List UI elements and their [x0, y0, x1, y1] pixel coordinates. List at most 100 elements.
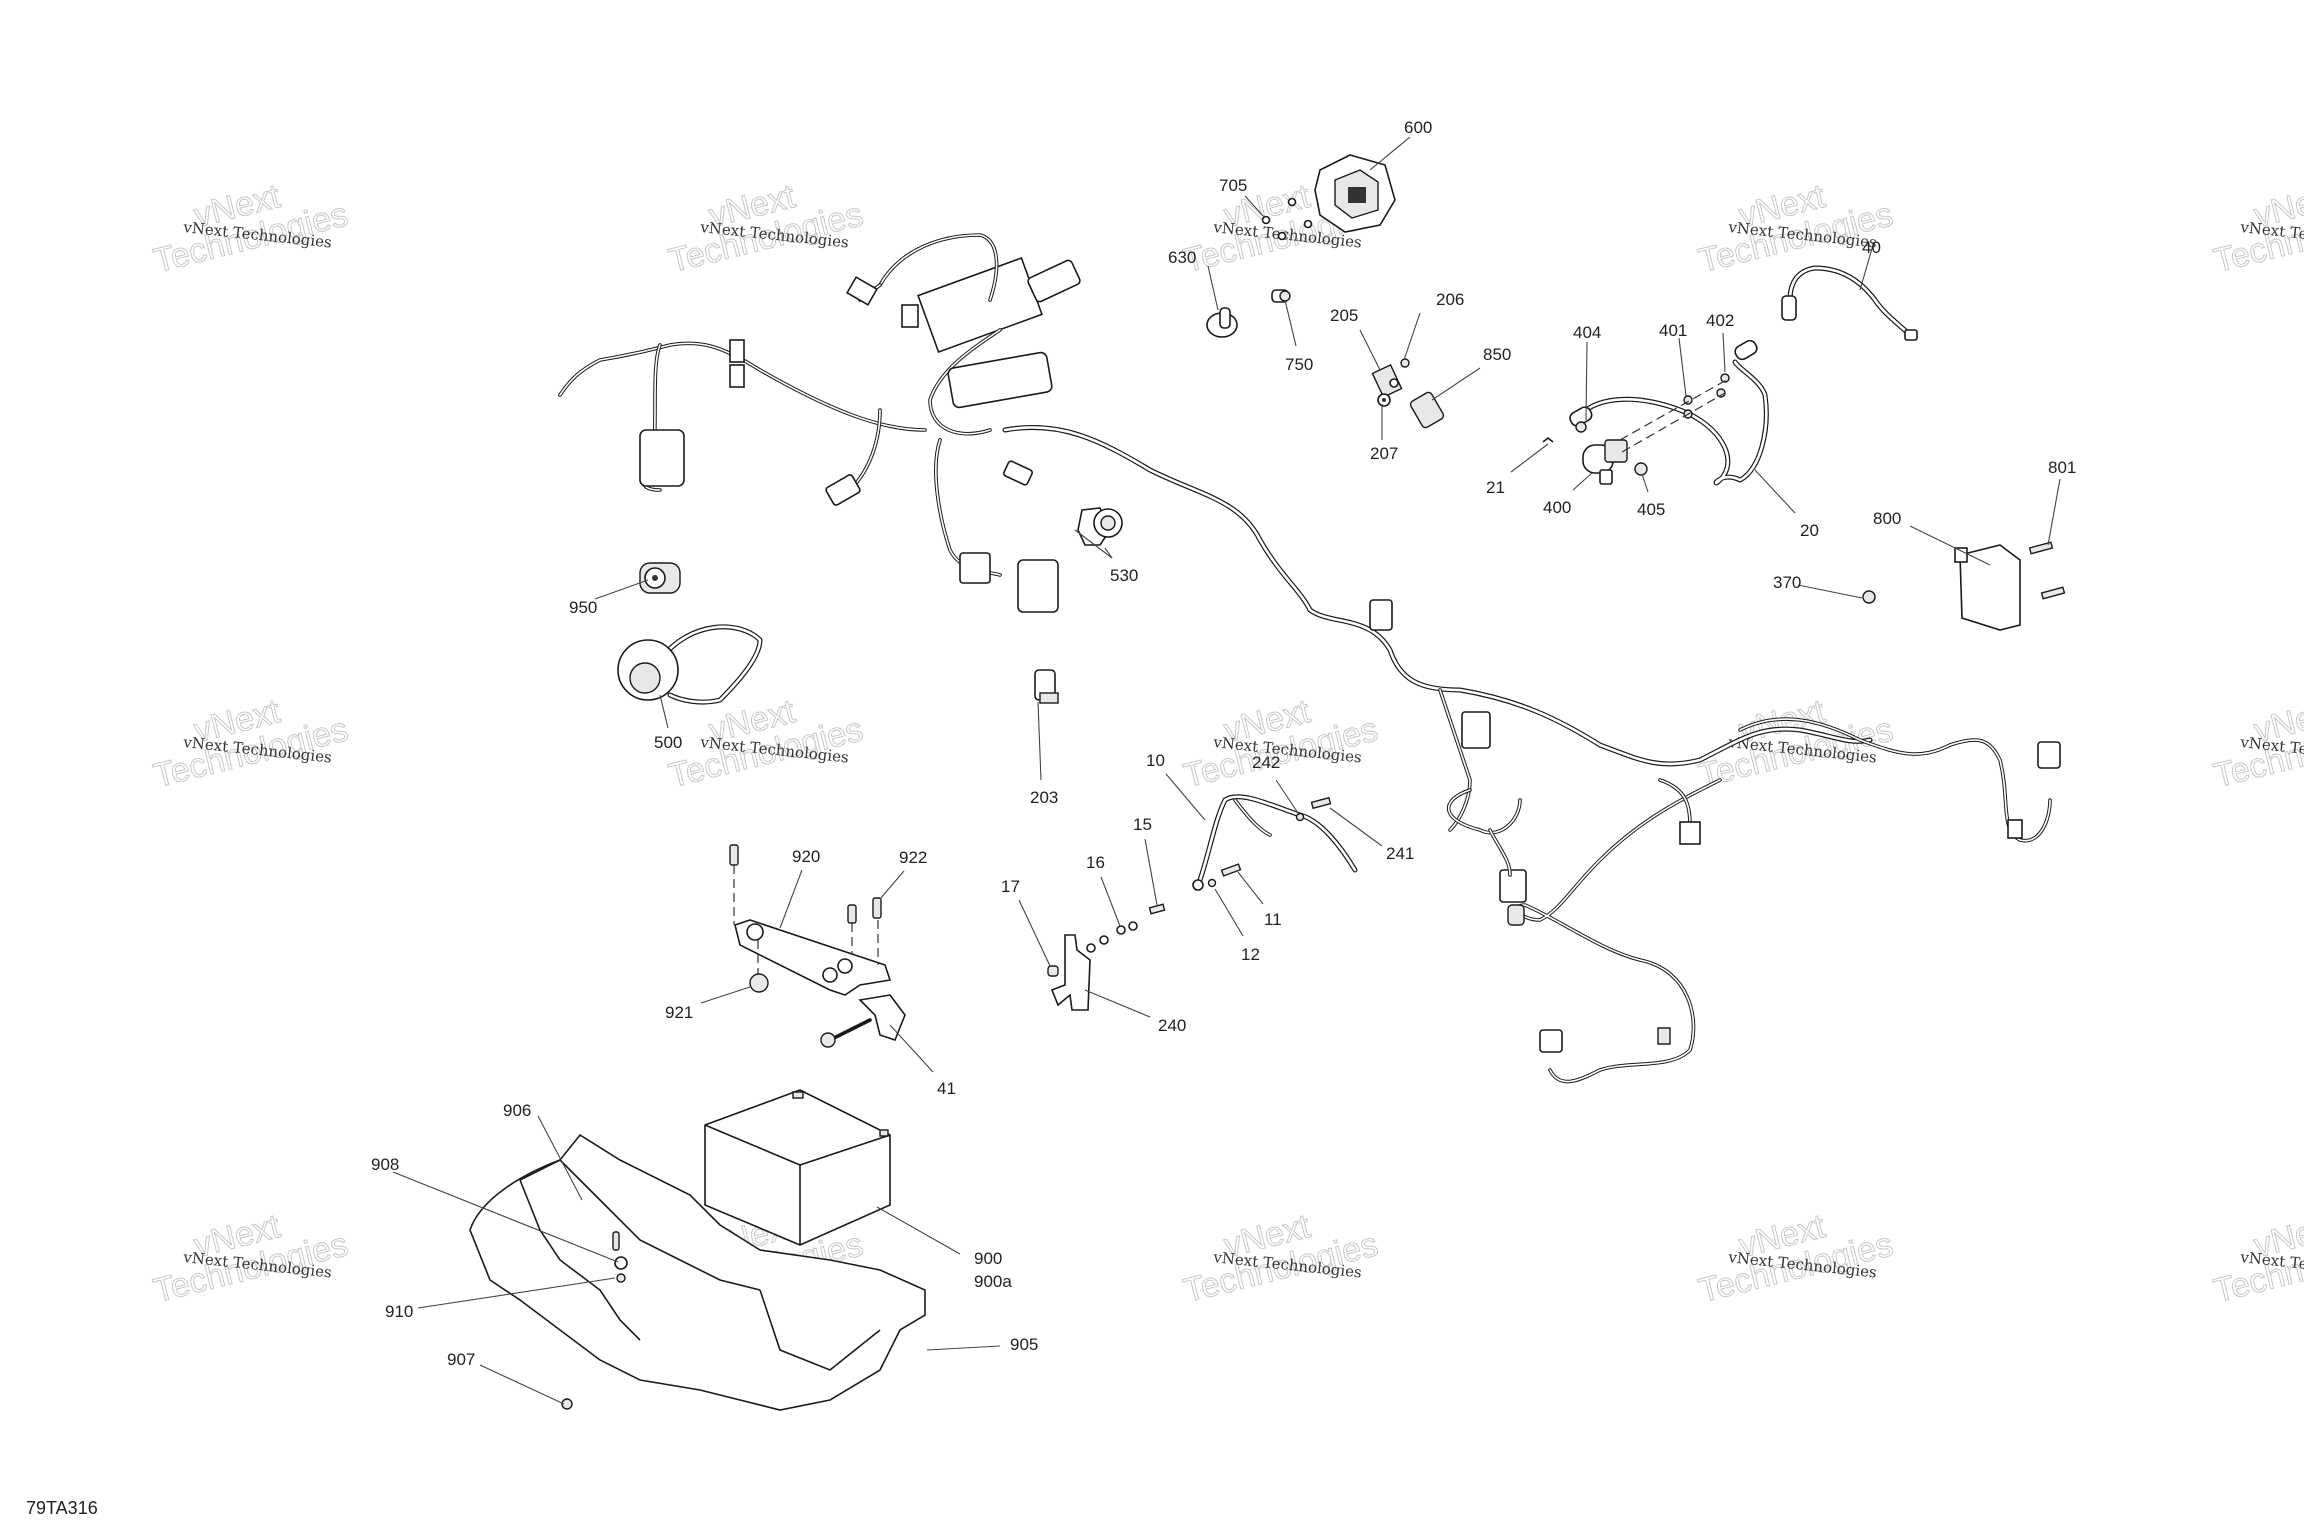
callout-705[interactable]: 705: [1219, 176, 1247, 195]
callout-20[interactable]: 20: [1800, 521, 1819, 540]
callout-404[interactable]: 404: [1573, 323, 1601, 342]
part-900-battery[interactable]: [704, 1089, 891, 1246]
callout-922[interactable]: 922: [899, 848, 927, 867]
callout-801[interactable]: 801: [2048, 458, 2076, 477]
part-800-module[interactable]: [1954, 544, 2021, 631]
part-906-bolt[interactable]: [612, 1231, 620, 1251]
callout-800[interactable]: 800: [1873, 509, 1901, 528]
connector: [1539, 1029, 1563, 1053]
callout-750[interactable]: 750: [1285, 355, 1313, 374]
callout-17[interactable]: 17: [1001, 877, 1020, 896]
callout-900[interactable]: 900: [974, 1249, 1002, 1268]
main-wiring-harness[interactable]: [558, 233, 2061, 1084]
callout-11[interactable]: 11: [1264, 910, 1282, 929]
part-705-screws[interactable]: [1261, 197, 1313, 241]
part-950-ignition[interactable]: [639, 562, 681, 594]
part-500-switch[interactable]: [617, 624, 763, 705]
callout-910[interactable]: 910: [385, 1302, 413, 1321]
part-207-washer[interactable]: [1377, 393, 1391, 407]
callout-405[interactable]: 405: [1637, 500, 1665, 519]
part-908-washer[interactable]: [614, 1256, 628, 1270]
callout-15[interactable]: 15: [1133, 815, 1152, 834]
callout-241[interactable]: 241: [1386, 844, 1414, 863]
callout-600[interactable]: 600: [1404, 118, 1432, 137]
callout-370[interactable]: 370: [1773, 573, 1801, 592]
part-921-nut[interactable]: [749, 973, 769, 993]
part-15-bolt[interactable]: [1148, 903, 1166, 915]
part-206-screw[interactable]: [1400, 358, 1410, 368]
part-750[interactable]: [1271, 289, 1291, 303]
connector: [1027, 259, 1081, 303]
part-920-bolts[interactable]: [729, 844, 857, 924]
callout-950[interactable]: 950: [569, 598, 597, 617]
part-630[interactable]: [1206, 307, 1238, 338]
callout-907[interactable]: 907: [447, 1350, 475, 1369]
callout-850[interactable]: 850: [1483, 345, 1511, 364]
callout-242[interactable]: 242: [1252, 753, 1280, 772]
watermark: vNext Technologies: [664, 177, 867, 281]
watermark: vNext Technologies: [1179, 692, 1382, 796]
callout-206[interactable]: 206: [1436, 290, 1464, 309]
callout-921[interactable]: 921: [665, 1003, 693, 1022]
callout-900a[interactable]: 900a: [974, 1272, 1012, 1291]
callout-402[interactable]: 402: [1706, 311, 1734, 330]
callout-21[interactable]: 21: [1486, 478, 1505, 497]
part-850-connector[interactable]: [1409, 391, 1445, 429]
callout-240[interactable]: 240: [1158, 1016, 1186, 1035]
callout-906[interactable]: 906: [503, 1101, 531, 1120]
part-920-bracket[interactable]: [734, 919, 892, 996]
part-402-nut[interactable]: [1716, 373, 1730, 398]
part-907-grommet[interactable]: [561, 1398, 573, 1410]
callout-10[interactable]: 10: [1146, 751, 1165, 770]
part-530-switch[interactable]: [1077, 507, 1123, 546]
part-41-terminal[interactable]: [820, 994, 906, 1048]
callout-908[interactable]: 908: [371, 1155, 399, 1174]
part-242-washer[interactable]: [1295, 812, 1305, 822]
part-21-clip[interactable]: [1542, 436, 1554, 443]
connector: [729, 364, 745, 388]
part-922-bolt[interactable]: [872, 897, 882, 919]
callout-16[interactable]: 16: [1086, 853, 1105, 872]
part-600-gauge[interactable]: [1314, 154, 1396, 233]
part-10-cable[interactable]: [1192, 794, 1358, 891]
part-203-clip[interactable]: [1034, 669, 1059, 704]
connector: [639, 429, 685, 487]
part-370-clip[interactable]: [1862, 590, 1876, 604]
part-40-cable[interactable]: [1781, 265, 1918, 341]
callout-530[interactable]: 530: [1110, 566, 1138, 585]
connector: [1507, 904, 1525, 926]
connector: [846, 276, 878, 306]
part-404-screw[interactable]: [1575, 421, 1587, 433]
alignment-line: [1621, 392, 1726, 453]
part-405-nut[interactable]: [1634, 462, 1648, 476]
part-240-bracket[interactable]: [1050, 934, 1091, 1011]
callout-12[interactable]: 12: [1241, 945, 1260, 964]
part-16-washers[interactable]: [1086, 921, 1138, 953]
callout-40[interactable]: 40: [1862, 238, 1881, 257]
part-11-bolt[interactable]: [1220, 863, 1242, 877]
part-400-solenoid[interactable]: [1582, 439, 1628, 485]
callout-401[interactable]: 401: [1659, 321, 1687, 340]
part-20-cable[interactable]: [1568, 338, 1769, 486]
callout-500[interactable]: 500: [654, 733, 682, 752]
connector: [901, 304, 919, 328]
part-910-nut[interactable]: [616, 1273, 626, 1283]
callout-207[interactable]: 207: [1370, 444, 1398, 463]
callout-630[interactable]: 630: [1168, 248, 1196, 267]
connector: [1461, 711, 1491, 749]
callout-41[interactable]: 41: [937, 1079, 956, 1098]
part-905-tray[interactable]: [469, 1133, 926, 1411]
part-205-clip[interactable]: [1371, 364, 1403, 398]
callout-205[interactable]: 205: [1330, 306, 1358, 325]
callout-905[interactable]: 905: [1010, 1335, 1038, 1354]
connector: [1003, 460, 1033, 486]
connector: [729, 339, 745, 363]
part-801-bolts[interactable]: [2028, 541, 2066, 600]
callout-920[interactable]: 920: [792, 847, 820, 866]
part-17-nut[interactable]: [1047, 965, 1059, 977]
callout-400[interactable]: 400: [1543, 498, 1571, 517]
callout-203[interactable]: 203: [1030, 788, 1058, 807]
part-241-bolt[interactable]: [1310, 796, 1332, 810]
part-12-washer[interactable]: [1207, 878, 1217, 888]
watermark: vNext Technologies: [1179, 1207, 1382, 1311]
